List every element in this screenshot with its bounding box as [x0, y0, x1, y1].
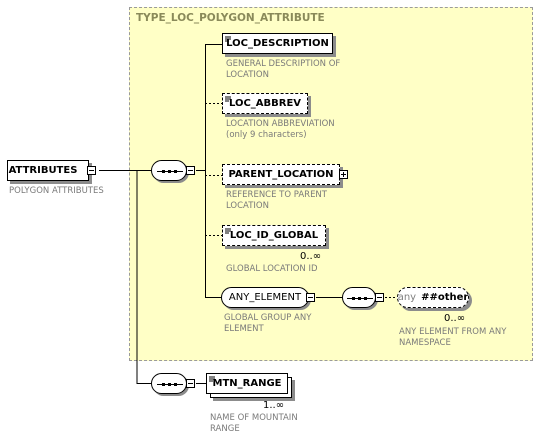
element-name: MTN_RANGE: [212, 378, 282, 389]
element-mtn-range-doc: NAME OF MOUNTAIN RANGE: [210, 413, 298, 434]
collapse-toggle[interactable]: [87, 166, 96, 175]
text-content-icon: [225, 228, 231, 234]
element-loc-description[interactable]: LOC_DESCRIPTION: [222, 33, 333, 54]
sequence-icon: [157, 383, 183, 386]
element-loc-abbrev[interactable]: LOC_ABBREV: [222, 93, 308, 114]
element-loc-description-doc: GENERAL DESCRIPTION OF LOCATION: [226, 59, 341, 80]
occurrence-label: 0..∞: [300, 251, 322, 262]
element-name: LOC_ID_GLOBAL: [229, 230, 319, 241]
any-wildcard-doc: ANY ELEMENT FROM ANY NAMESPACE: [399, 327, 507, 348]
text-content-icon: [225, 36, 231, 42]
complex-type-label: TYPE_LOC_POLYGON_ATTRIBUTE: [136, 12, 325, 24]
sequence-compositor[interactable]: [151, 160, 187, 181]
collapse-toggle[interactable]: [375, 293, 384, 302]
group-any-element-doc: GLOBAL GROUP ANY ELEMENT: [224, 313, 312, 334]
element-name: LOC_ABBREV: [228, 98, 302, 109]
any-namespace: ##other: [421, 292, 469, 303]
element-parent-location[interactable]: PARENT_LOCATION: [222, 164, 340, 185]
sequence-icon: [347, 297, 373, 300]
expand-toggle[interactable]: [339, 170, 348, 179]
text-content-icon: [225, 96, 231, 102]
sequence-compositor[interactable]: [342, 287, 376, 308]
collapse-toggle[interactable]: [186, 166, 195, 175]
collapse-toggle[interactable]: [186, 379, 195, 388]
element-attributes[interactable]: ATTRIBUTES: [7, 160, 89, 181]
group-any-element[interactable]: ANY_ELEMENT: [221, 287, 309, 308]
element-mtn-range[interactable]: MTN_RANGE: [206, 373, 288, 394]
element-name: LOC_DESCRIPTION: [226, 38, 329, 49]
sequence-icon: [157, 170, 183, 173]
element-name: PARENT_LOCATION: [228, 169, 334, 180]
any-wildcard[interactable]: any ##other: [397, 287, 469, 308]
text-content-icon: [209, 376, 215, 382]
collapse-toggle[interactable]: [306, 293, 315, 302]
occurrence-label: 1..∞: [263, 400, 285, 411]
element-loc-abbrev-doc: LOCATION ABBREVIATION (only 9 characters…: [226, 119, 335, 140]
element-attributes-doc: POLYGON ATTRIBUTES: [9, 186, 104, 196]
element-loc-id-global[interactable]: LOC_ID_GLOBAL: [222, 225, 326, 246]
element-loc-id-global-doc: GLOBAL LOCATION ID: [226, 264, 318, 274]
group-name: ANY_ELEMENT: [228, 292, 302, 303]
element-parent-location-doc: REFERENCE TO PARENT LOCATION: [226, 190, 327, 211]
any-prefix: any: [397, 292, 417, 303]
sequence-compositor[interactable]: [151, 373, 187, 394]
element-name: ATTRIBUTES: [8, 165, 78, 176]
occurrence-label: 0..∞: [444, 313, 466, 324]
